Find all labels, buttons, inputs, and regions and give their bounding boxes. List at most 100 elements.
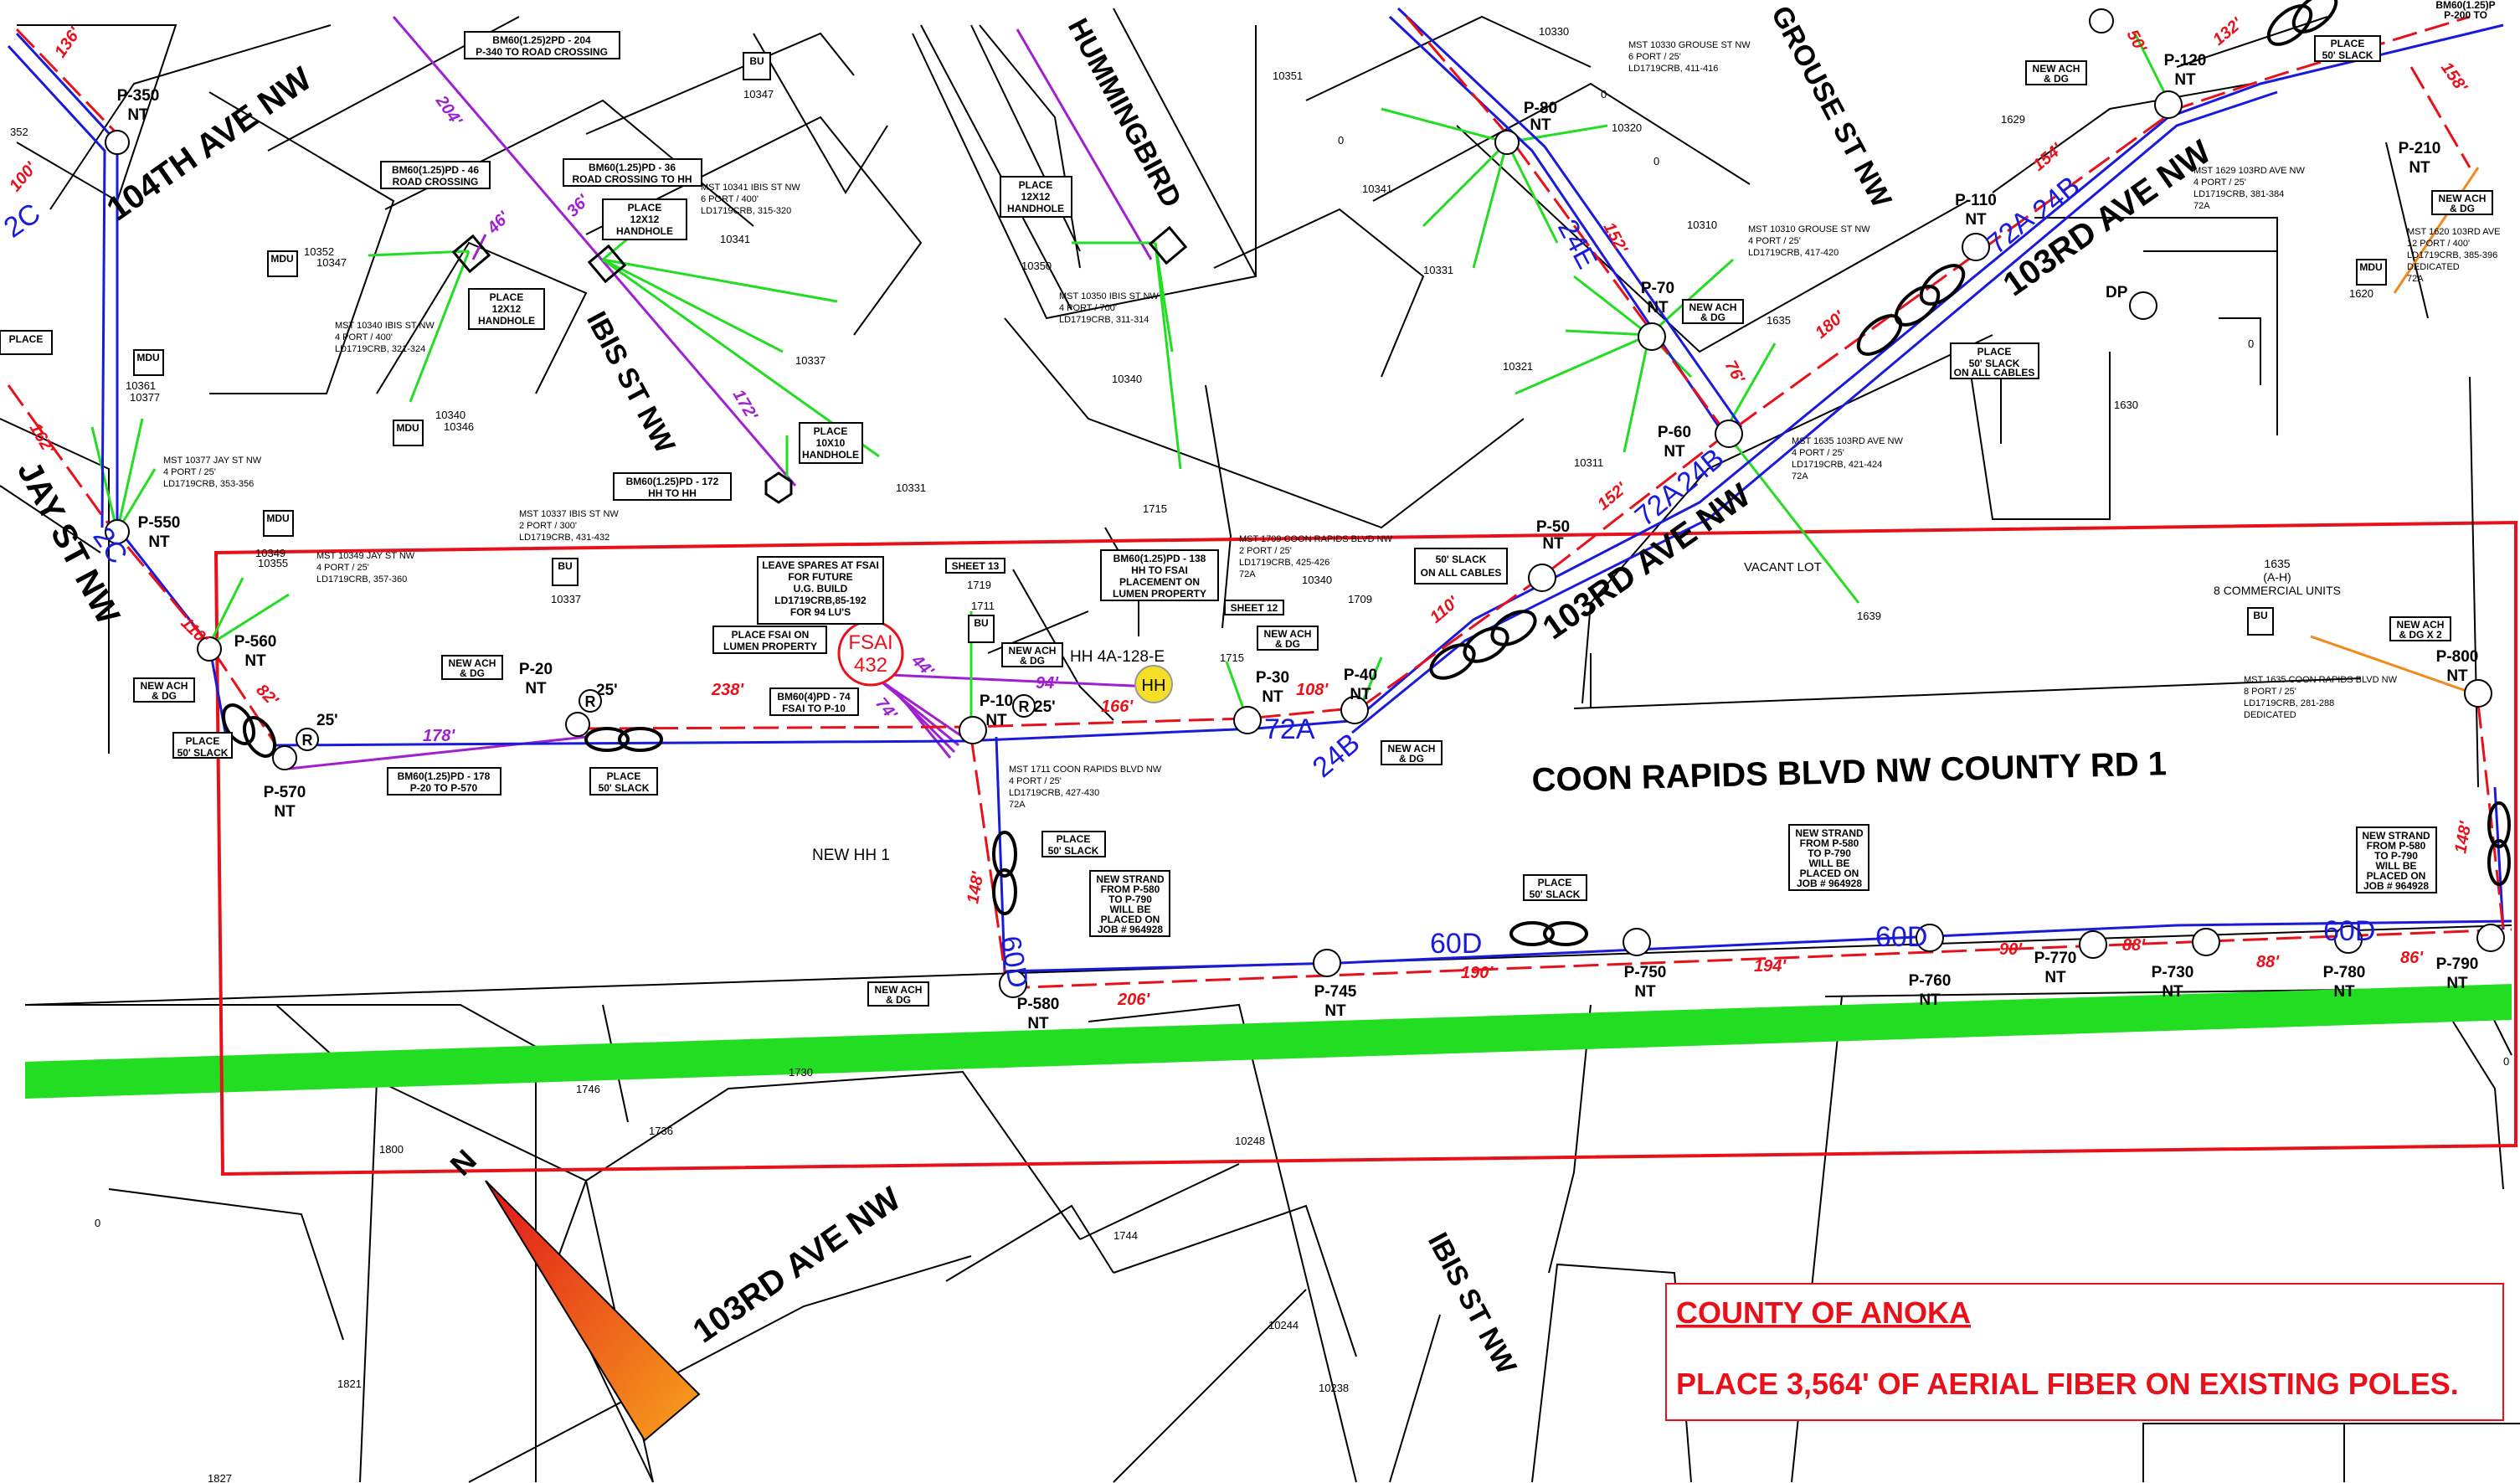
svg-text:MST 1620 103RD AVE: MST 1620 103RD AVE [2407, 227, 2501, 237]
svg-text:PLACED ON: PLACED ON [2367, 870, 2426, 882]
svg-text:PLACEMENT ON: PLACEMENT ON [1119, 576, 1200, 588]
svg-text:10355: 10355 [258, 557, 288, 569]
span-88b: 88' [2256, 953, 2280, 971]
svg-text:BM60(1.25)PD - 36: BM60(1.25)PD - 36 [589, 162, 676, 173]
dp-label: DP [2106, 284, 2128, 301]
svg-text:10347: 10347 [743, 88, 774, 100]
svg-text:MDU: MDU [266, 512, 289, 524]
svg-text:HH TO HH: HH TO HH [648, 487, 697, 499]
svg-text:1629: 1629 [2001, 113, 2025, 126]
svg-text:FSAI: FSAI [848, 631, 892, 654]
svg-text:MST 10349 JAY ST NW: MST 10349 JAY ST NW [316, 551, 415, 561]
svg-text:MST 10350 IBIS ST NW: MST 10350 IBIS ST NW [1059, 291, 1159, 301]
svg-text:1746: 1746 [576, 1083, 600, 1095]
span-86: 86' [2400, 949, 2424, 967]
span-74: 74' [872, 694, 901, 724]
svg-text:8 COMMERCIAL UNITS: 8 COMMERCIAL UNITS [2214, 584, 2341, 597]
svg-text:NEW ACH: NEW ACH [2439, 193, 2487, 204]
svg-text:P-730: P-730 [2152, 964, 2194, 981]
span-206: 206' [1117, 991, 1150, 1009]
svg-text:1630: 1630 [2114, 399, 2138, 411]
svg-text:& DG: & DG [152, 690, 177, 702]
highway-right-of-way [25, 984, 2512, 1099]
svg-text:6 PORT / 400': 6 PORT / 400' [701, 194, 759, 204]
svg-text:LD1719CRB,85-192: LD1719CRB,85-192 [774, 595, 867, 606]
svg-text:4 PORT / 700': 4 PORT / 700' [1059, 303, 1117, 313]
svg-text:NT: NT [2174, 71, 2196, 89]
svg-text:50' SLACK: 50' SLACK [2322, 49, 2373, 61]
pole-markers [105, 8, 2505, 998]
span-76: 76' [1721, 358, 1749, 387]
svg-text:1620: 1620 [2349, 287, 2373, 300]
street-coon-rapids: COON RAPIDS BLVD NW COUNTY RD 1 [1531, 745, 2167, 799]
svg-text:HANDHOLE: HANDHOLE [802, 449, 859, 461]
svg-text:0: 0 [1653, 155, 1659, 167]
svg-text:MST 1711 COON RAPIDS BLVD NW: MST 1711 COON RAPIDS BLVD NW [1009, 765, 1162, 775]
svg-text:& DG: & DG [1399, 753, 1424, 765]
svg-text:10320: 10320 [1612, 121, 1642, 134]
svg-text:BM60(1.25)2PD - 204: BM60(1.25)2PD - 204 [492, 34, 591, 46]
svg-text:NT: NT [1634, 983, 1656, 1001]
svg-text:12X12: 12X12 [492, 303, 522, 315]
project-limit-line [1573, 677, 2362, 709]
svg-text:HH: HH [1142, 677, 1166, 695]
span-25b: 25' [596, 682, 618, 699]
svg-text:PLACE: PLACE [1057, 833, 1091, 845]
svg-text:(A-H): (A-H) [2263, 570, 2291, 584]
svg-text:LD1719CRB, 353-356: LD1719CRB, 353-356 [163, 479, 254, 489]
span-25c: 25' [1034, 698, 1056, 716]
svg-text:MDU: MDU [2359, 261, 2382, 273]
svg-text:JOB # 964928: JOB # 964928 [2363, 880, 2429, 892]
span-158: 158' [2437, 59, 2471, 96]
svg-text:352: 352 [10, 126, 28, 138]
cable-label-24b: 24B [1307, 727, 1366, 784]
svg-text:P-60: P-60 [1658, 424, 1691, 441]
svg-text:MST 1635 COON RAPIDS BLVD NW: MST 1635 COON RAPIDS BLVD NW [2244, 675, 2398, 685]
parcel-lines [0, 8, 2520, 1483]
svg-text:MST 10340 IBIS ST NW: MST 10340 IBIS ST NW [335, 321, 435, 331]
cable-label-60d-c: 60D [1875, 921, 1927, 953]
svg-text:FOR 94 LU'S: FOR 94 LU'S [790, 606, 851, 618]
span-108: 108' [1296, 681, 1329, 699]
svg-text:MST 1629 103RD AVE NW: MST 1629 103RD AVE NW [2193, 166, 2305, 176]
svg-text:R: R [585, 693, 596, 710]
svg-text:10238: 10238 [1319, 1382, 1349, 1394]
svg-text:TO P-790: TO P-790 [2374, 850, 2418, 862]
svg-text:NT: NT [2333, 983, 2355, 1001]
svg-text:8 PORT / 25': 8 PORT / 25' [2244, 687, 2296, 697]
svg-text:10330: 10330 [1539, 25, 1569, 38]
svg-text:P-70: P-70 [1641, 280, 1674, 297]
svg-text:0: 0 [2503, 1055, 2509, 1068]
span-204: 204' [431, 91, 465, 130]
svg-text:LD1719CRB, 421-424: LD1719CRB, 421-424 [1792, 460, 1882, 470]
dedicated-fiber [2310, 167, 2480, 697]
street-ibis-lower: IBIS ST NW [1422, 1228, 1523, 1380]
svg-text:BM60(1.25)PD - 172: BM60(1.25)PD - 172 [626, 476, 719, 487]
svg-text:FSAI TO P-10: FSAI TO P-10 [782, 703, 846, 714]
svg-text:HANDHOLE: HANDHOLE [616, 225, 673, 237]
svg-text:NT: NT [1027, 1015, 1049, 1032]
svg-text:SHEET 12: SHEET 12 [1231, 602, 1278, 614]
svg-text:12X12: 12X12 [630, 214, 660, 225]
svg-text:50' SLACK: 50' SLACK [599, 782, 650, 794]
svg-text:DEDICATED: DEDICATED [2244, 710, 2296, 720]
svg-text:P-550: P-550 [138, 514, 181, 532]
svg-text:1827: 1827 [208, 1472, 232, 1483]
svg-text:1715: 1715 [1143, 502, 1167, 515]
svg-text:P-750: P-750 [1624, 964, 1667, 981]
svg-text:LD1719CRB, 427-430: LD1719CRB, 427-430 [1009, 788, 1099, 798]
svg-text:WILL BE: WILL BE [1109, 904, 1150, 915]
svg-text:& DG: & DG [1020, 655, 1045, 667]
cable-label-72a: 72A [1264, 713, 1315, 745]
svg-text:MST 10330 GROUSE ST NW: MST 10330 GROUSE ST NW [1628, 40, 1751, 50]
svg-text:72A: 72A [1792, 471, 1808, 481]
svg-text:10X10: 10X10 [816, 437, 846, 449]
svg-text:NT: NT [1647, 299, 1669, 317]
svg-text:NT: NT [1965, 211, 1987, 229]
